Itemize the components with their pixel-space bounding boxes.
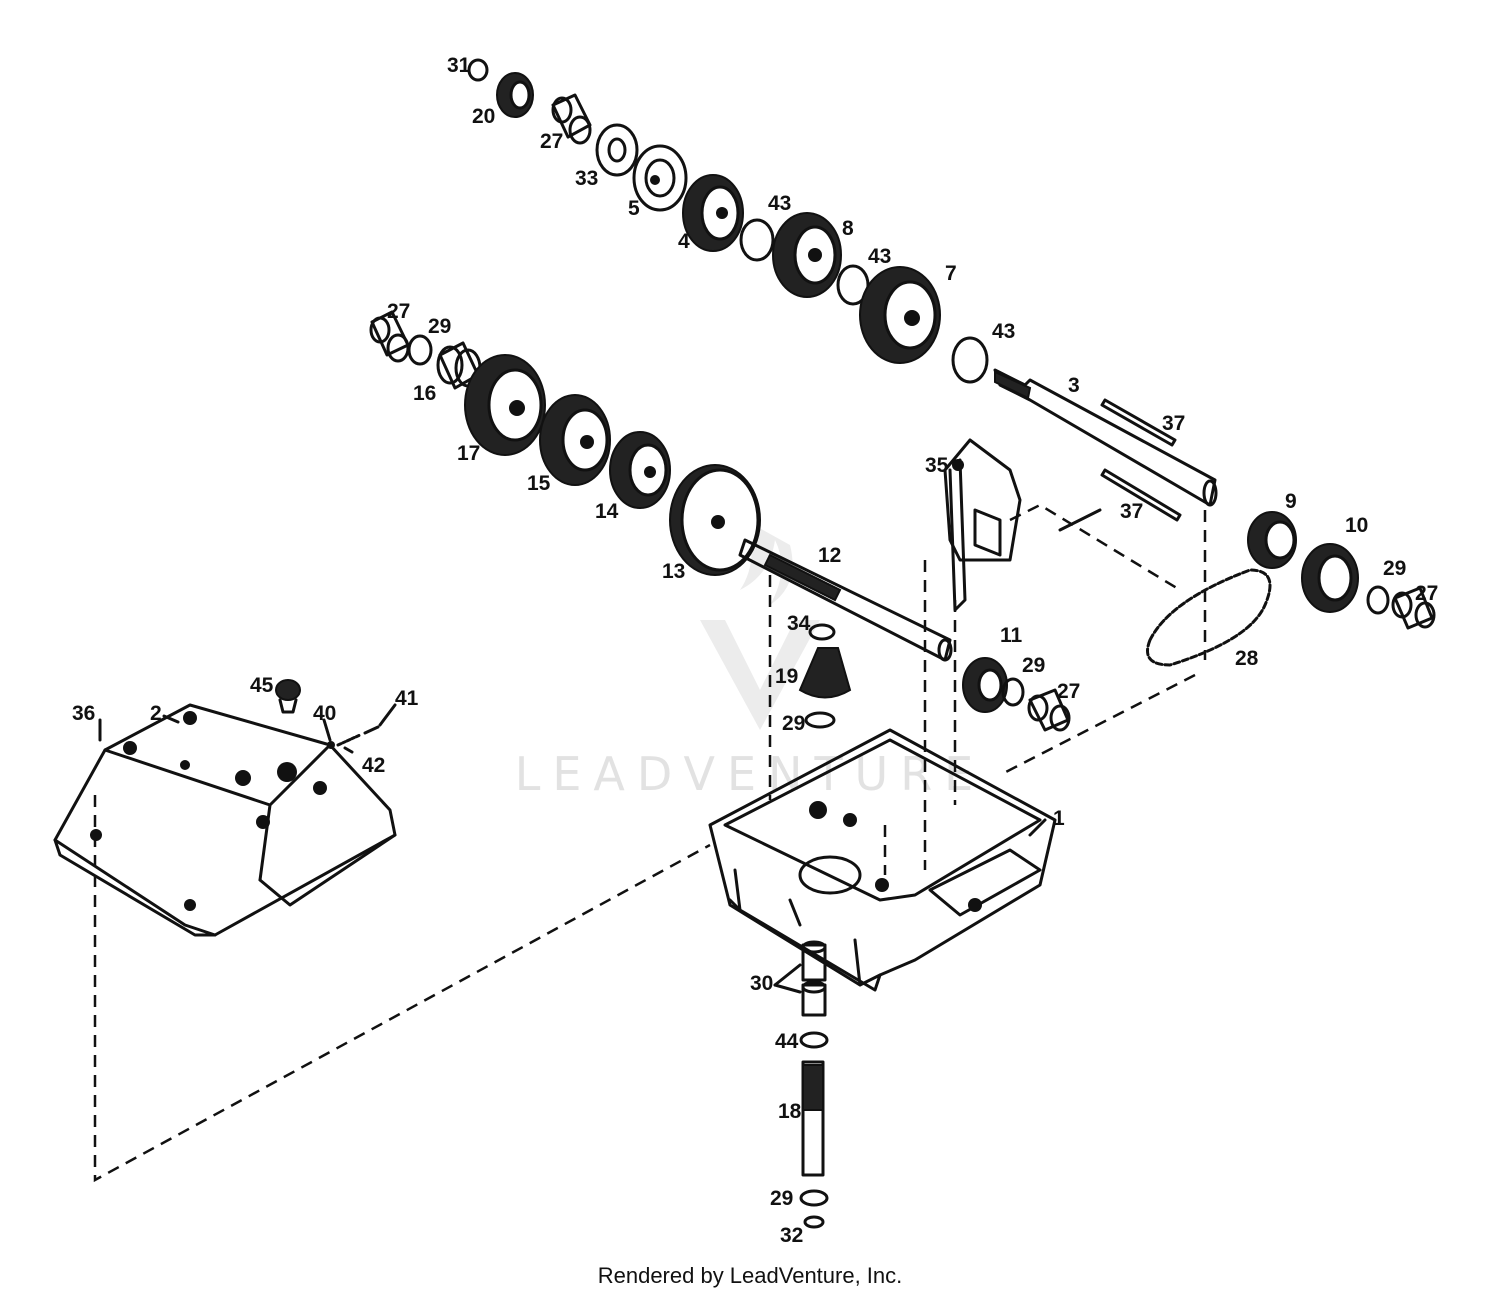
callout-36: 36 — [72, 702, 95, 725]
callout-17: 17 — [457, 442, 480, 465]
ring-32 — [803, 1215, 825, 1229]
vertical-shaft-group — [799, 940, 829, 1229]
callout-16: 16 — [413, 382, 436, 405]
bushing-30 — [801, 940, 827, 1017]
callout-11: 11 — [1000, 624, 1023, 647]
callout-27-lower: 27 — [1057, 680, 1080, 703]
screw-41 — [363, 725, 380, 735]
callout-5: 5 — [628, 197, 640, 220]
gear-15 — [539, 394, 611, 486]
callouts: 31 20 27 33 5 4 43 8 43 7 43 3 37 37 35 … — [72, 54, 1438, 1247]
bevel-gear-group — [798, 623, 852, 729]
case-cover — [53, 679, 397, 937]
exploded-parts-diagram: LEADVENTURE — [53, 54, 1438, 1247]
callout-29-bottom: 29 — [770, 1187, 793, 1210]
spring-42 — [336, 733, 362, 747]
callout-20: 20 — [472, 105, 495, 128]
upper-shaft-group — [467, 58, 1218, 522]
watermark-text: LEADVENTURE — [515, 747, 986, 801]
callout-44: 44 — [775, 1030, 799, 1053]
key-37-a — [1100, 398, 1177, 447]
lower-shaft-group — [369, 310, 1022, 662]
gear-4 — [682, 174, 744, 252]
callout-43-b: 43 — [868, 245, 891, 268]
callout-29-bevel: 29 — [782, 712, 805, 735]
callout-19: 19 — [775, 665, 798, 688]
callout-8: 8 — [842, 217, 854, 240]
bevel-gear-19 — [798, 647, 852, 699]
callout-2: 2 — [150, 702, 162, 725]
callout-1: 1 — [1053, 807, 1065, 830]
callout-43-c: 43 — [992, 320, 1015, 343]
callout-41: 41 — [395, 687, 419, 710]
callout-45: 45 — [250, 674, 274, 697]
credit-line: Rendered by LeadVenture, Inc. — [597, 1263, 903, 1288]
shaft-18 — [801, 1060, 825, 1177]
gear-7 — [859, 266, 941, 364]
callout-40: 40 — [313, 702, 336, 725]
ball-40 — [327, 741, 335, 749]
callout-9: 9 — [1285, 490, 1297, 513]
callout-18: 18 — [778, 1100, 802, 1123]
washer-34 — [808, 623, 836, 641]
callout-42: 42 — [362, 754, 385, 777]
callout-32: 32 — [780, 1224, 803, 1247]
gear-8 — [772, 212, 842, 298]
callout-35: 35 — [925, 454, 949, 477]
sprocket-10 — [1301, 543, 1359, 613]
callout-31: 31 — [447, 54, 471, 77]
bearing-5 — [632, 144, 688, 212]
callout-37-a: 37 — [1162, 412, 1185, 435]
washer-29-mid — [407, 334, 433, 366]
gear-17 — [464, 354, 546, 456]
callout-29-lower: 29 — [1022, 654, 1045, 677]
callout-27-mid: 27 — [387, 300, 410, 323]
bushing-27-right — [1391, 586, 1436, 630]
shaft-3 — [993, 368, 1218, 507]
washer-29-right — [1366, 585, 1390, 615]
shaft-12 — [738, 538, 953, 662]
callout-7: 7 — [945, 262, 957, 285]
callout-43-a: 43 — [768, 192, 791, 215]
callout-34: 34 — [787, 612, 811, 635]
washer-29-bottom — [799, 1189, 829, 1207]
seal-44 — [799, 1031, 829, 1049]
sprocket-11 — [962, 657, 1008, 713]
washer-29-lower — [1001, 677, 1025, 707]
callout-33: 33 — [575, 167, 598, 190]
callout-29-mid: 29 — [428, 315, 451, 338]
bushing-27-lower — [1027, 688, 1071, 732]
key-37-b — [1100, 468, 1182, 522]
gear-14 — [609, 431, 671, 509]
callout-27-right: 27 — [1415, 582, 1438, 605]
shift-fork-35 — [943, 438, 1022, 612]
callout-30: 30 — [750, 972, 773, 995]
washer-29-bevel — [804, 711, 836, 729]
callout-29-right: 29 — [1383, 557, 1406, 580]
callout-15: 15 — [527, 472, 551, 495]
gear-13 — [669, 464, 761, 576]
callout-14: 14 — [595, 500, 619, 523]
callout-3: 3 — [1068, 374, 1080, 397]
leader-lines — [162, 508, 1102, 994]
chain-28 — [1146, 568, 1272, 667]
sprocket-9 — [1247, 511, 1297, 569]
assembly-lines — [93, 503, 1207, 1183]
sprocket-20 — [496, 72, 534, 118]
plug-45 — [275, 679, 301, 714]
callout-28: 28 — [1235, 647, 1259, 670]
callout-10: 10 — [1345, 514, 1368, 537]
washer-33 — [595, 123, 639, 177]
callout-13: 13 — [662, 560, 685, 583]
callout-12: 12 — [818, 544, 841, 567]
callout-27-top: 27 — [540, 130, 563, 153]
watermark: LEADVENTURE — [515, 520, 986, 801]
drive-chain-group — [962, 511, 1436, 732]
washer-43-c — [951, 336, 989, 384]
callout-4: 4 — [678, 230, 690, 253]
retainer-31 — [467, 58, 489, 82]
washer-43-a — [739, 218, 775, 262]
callout-37-b: 37 — [1120, 500, 1143, 523]
bushing-27-top — [551, 93, 592, 145]
